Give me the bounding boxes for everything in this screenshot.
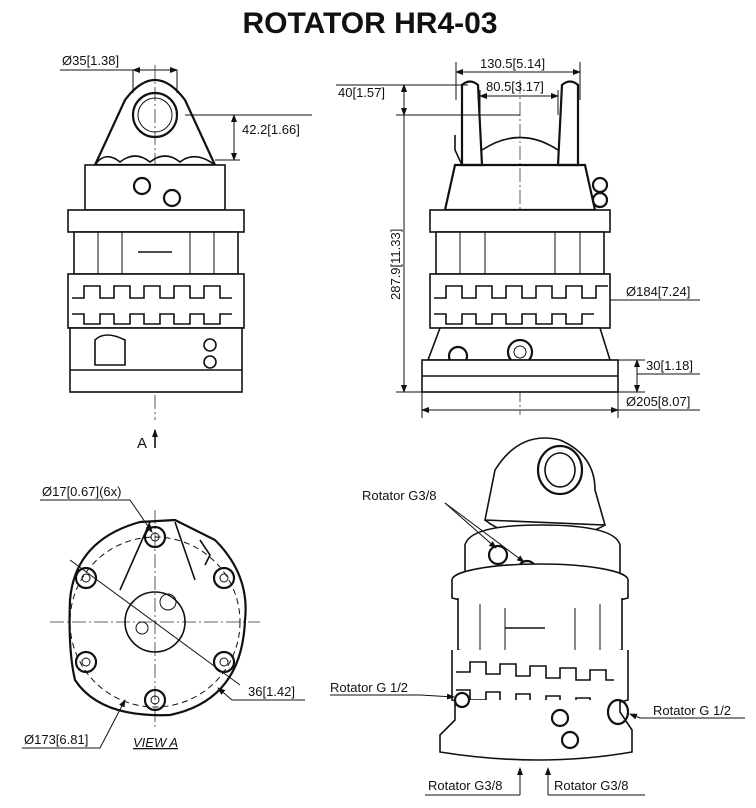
bolt-hole-4 (143, 688, 167, 712)
front-fitting-1 (132, 176, 152, 196)
side-port-block (426, 327, 612, 361)
bolt-hole-1 (143, 525, 167, 549)
iso-fitting-1 (487, 544, 509, 566)
view-a-bolt-holes (74, 525, 236, 712)
dim-body-diameter: Ø184[7.24] (626, 284, 690, 299)
side-fitting-1 (591, 176, 609, 194)
side-fitting-2 (591, 191, 609, 209)
view-a-arrow-label: A (137, 435, 147, 452)
side-view: 130.5[5.14] 80.5[3.17] 40[1.57] 287.9[11… (336, 56, 700, 418)
label-port-top: Rotator G3/8 (362, 488, 436, 503)
bolt-hole-2 (212, 566, 236, 590)
front-pin-hole (131, 91, 179, 139)
iso-base (439, 700, 633, 761)
front-view: A Ø35[1.38] 42.2[1.66] (60, 53, 312, 452)
side-cylinder (435, 231, 605, 275)
side-top-flange (429, 209, 611, 233)
front-lug (93, 78, 217, 167)
front-upper-body (84, 164, 226, 211)
dim-outer-width: 130.5[5.14] (480, 56, 545, 71)
bolt-hole-3 (212, 650, 236, 674)
isometric-view: Rotator G3/8 Rotator G 1/2 Rotator G 1/2… (330, 437, 745, 796)
dim-edge-offset: 36[1.42] (248, 684, 295, 699)
front-fitting-2 (162, 188, 182, 208)
label-port-bottom-right: Rotator G3/8 (554, 778, 628, 793)
dim-bolt-circle: Ø173[6.81] (24, 732, 88, 747)
side-gear-ring (429, 273, 611, 329)
label-port-bottom-left: Rotator G3/8 (428, 778, 502, 793)
dim-hole-spec: Ø17[0.67](6x) (42, 484, 122, 499)
side-fork-right (556, 80, 580, 167)
iso-lug (484, 437, 607, 526)
bolt-hole-5 (74, 650, 98, 674)
dim-total-height: 287.9[11.33] (388, 229, 403, 300)
dim-top-offset: 40[1.57] (338, 85, 385, 100)
front-top-flange (67, 209, 245, 233)
iso-port-right (606, 698, 630, 726)
dim-inner-width: 80.5[3.17] (486, 79, 544, 94)
label-port-left: Rotator G 1/2 (330, 680, 408, 695)
view-a-hub (124, 591, 186, 653)
dim-pin-diameter: Ø35[1.38] (62, 53, 119, 68)
view-a-caption: VIEW A (133, 735, 178, 750)
drawing-title: ROTATOR HR4-03 (242, 7, 497, 40)
bolt-hole-6 (74, 566, 98, 590)
label-port-right: Rotator G 1/2 (653, 703, 731, 718)
front-bottom-housing (69, 327, 243, 393)
front-cylinder (73, 231, 239, 275)
view-a: Ø17[0.67](6x) Ø173[6.81] 36[1.42] VIEW A (22, 484, 305, 750)
dim-pin-height: 42.2[1.66] (242, 122, 300, 137)
iso-pin-hole (536, 444, 584, 496)
view-a-outline (68, 518, 247, 717)
front-gear-ring (67, 273, 245, 329)
side-fork-left (460, 80, 484, 167)
dim-flange-height: 30[1.18] (646, 358, 693, 373)
iso-port-left (453, 691, 471, 709)
dim-base-diameter: Ø205[8.07] (626, 394, 690, 409)
